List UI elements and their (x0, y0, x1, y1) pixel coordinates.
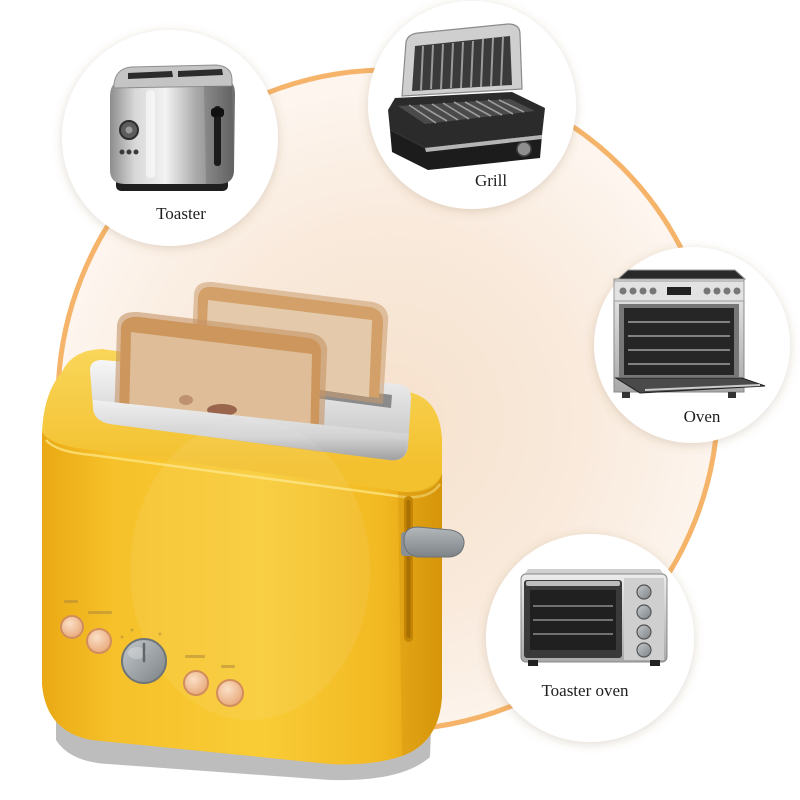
knob-highlight (128, 647, 146, 659)
toaster-slot (178, 69, 223, 77)
grill-ridge (500, 36, 504, 87)
toaster-lever (211, 108, 224, 117)
jam-stain (207, 404, 237, 416)
grill-ridge (430, 44, 434, 90)
toaster-label: Toaster (156, 204, 206, 223)
appliance-toaster-oven: Toaster oven (486, 534, 694, 742)
oven-knob (649, 287, 657, 295)
oven-label: Oven (684, 407, 721, 426)
grill-icon (388, 23, 545, 170)
toaster-lever (401, 526, 465, 558)
toaster-body (110, 77, 235, 184)
oven-foot (728, 392, 736, 398)
toaster-slot (128, 71, 173, 79)
grill-bar (487, 99, 514, 115)
label-mark (130, 628, 134, 632)
jam-stain (179, 395, 193, 405)
toaster-oven-icon (520, 569, 668, 666)
grill-ridge (490, 37, 494, 87)
toaster-lever-track (214, 106, 221, 166)
grill-bar (498, 99, 525, 113)
toaster-oven-label: Toaster oven (541, 681, 629, 700)
appliance-toaster: Toaster (62, 30, 278, 246)
oven-knob (723, 287, 731, 295)
toaster-oven-foot (528, 660, 538, 666)
oven-foot (622, 392, 630, 398)
oven-knob (619, 287, 627, 295)
grill-trim (425, 135, 542, 152)
toaster-highlight (146, 90, 155, 178)
grill-bar (431, 103, 459, 121)
label-mark (185, 655, 205, 658)
oven-knob (639, 287, 647, 295)
grill-label: Grill (475, 171, 507, 190)
grill-bar (419, 104, 448, 122)
appliance-grill: Grill (368, 1, 576, 209)
grill-ridge (440, 43, 444, 90)
toaster-button (60, 615, 84, 639)
lever-slot-inner (406, 500, 411, 638)
grill-bar (464, 101, 492, 117)
toaster-button (216, 679, 244, 707)
appliance-oven: Oven (594, 247, 790, 443)
toaster-icon (110, 64, 235, 191)
grill-bar (408, 104, 437, 124)
label-mark (88, 611, 112, 614)
grill-lid-ridges (420, 36, 504, 91)
oven-knob (703, 287, 711, 295)
grill-ridge (480, 38, 484, 88)
slot-frame-lip (93, 400, 409, 461)
toaster-oven-foot (650, 660, 660, 666)
label-mark (158, 632, 162, 636)
front-face-sheen (130, 420, 370, 720)
grill-plate-ridges (408, 99, 525, 124)
grill-bar (475, 100, 503, 116)
grill-ridge (420, 45, 424, 91)
oven-knob (713, 287, 721, 295)
yellow-toaster (42, 281, 465, 781)
oven-knob (733, 287, 741, 295)
toaster-oven-knob (636, 584, 652, 600)
toaster-button (126, 149, 132, 155)
toaster-oven-racks (533, 605, 613, 635)
front-edge-highlight (45, 439, 442, 499)
toaster-oven-handle (526, 581, 620, 586)
oven-door-handle (644, 384, 761, 391)
oven-icon (613, 269, 766, 398)
toaster-button (133, 149, 139, 155)
oven-display (667, 287, 691, 295)
toaster-button (119, 149, 125, 155)
toaster-button (183, 670, 209, 696)
grill-bar (453, 101, 481, 118)
toaster-oven-knob (636, 604, 652, 620)
label-mark (221, 665, 235, 668)
toaster-dial-center (125, 126, 133, 134)
toaster-oven-knob (636, 624, 652, 640)
oven-cooktop (616, 269, 747, 280)
grill-plate (398, 99, 535, 124)
grill-ridge (450, 42, 454, 89)
label-mark (64, 600, 78, 603)
button-label-marks (64, 600, 235, 668)
toaster-knob (121, 638, 167, 684)
oven-knob (629, 287, 637, 295)
grill-ridge (460, 41, 464, 89)
lever-handle (403, 526, 465, 558)
toaster-button (86, 628, 112, 654)
grill-bar (442, 102, 470, 120)
oven-cavity (624, 308, 734, 375)
toaster-oven-knob (636, 642, 652, 658)
grill-knob (516, 141, 532, 157)
oven-racks (628, 321, 730, 365)
grill-ridge (470, 40, 474, 88)
label-mark (120, 635, 124, 639)
